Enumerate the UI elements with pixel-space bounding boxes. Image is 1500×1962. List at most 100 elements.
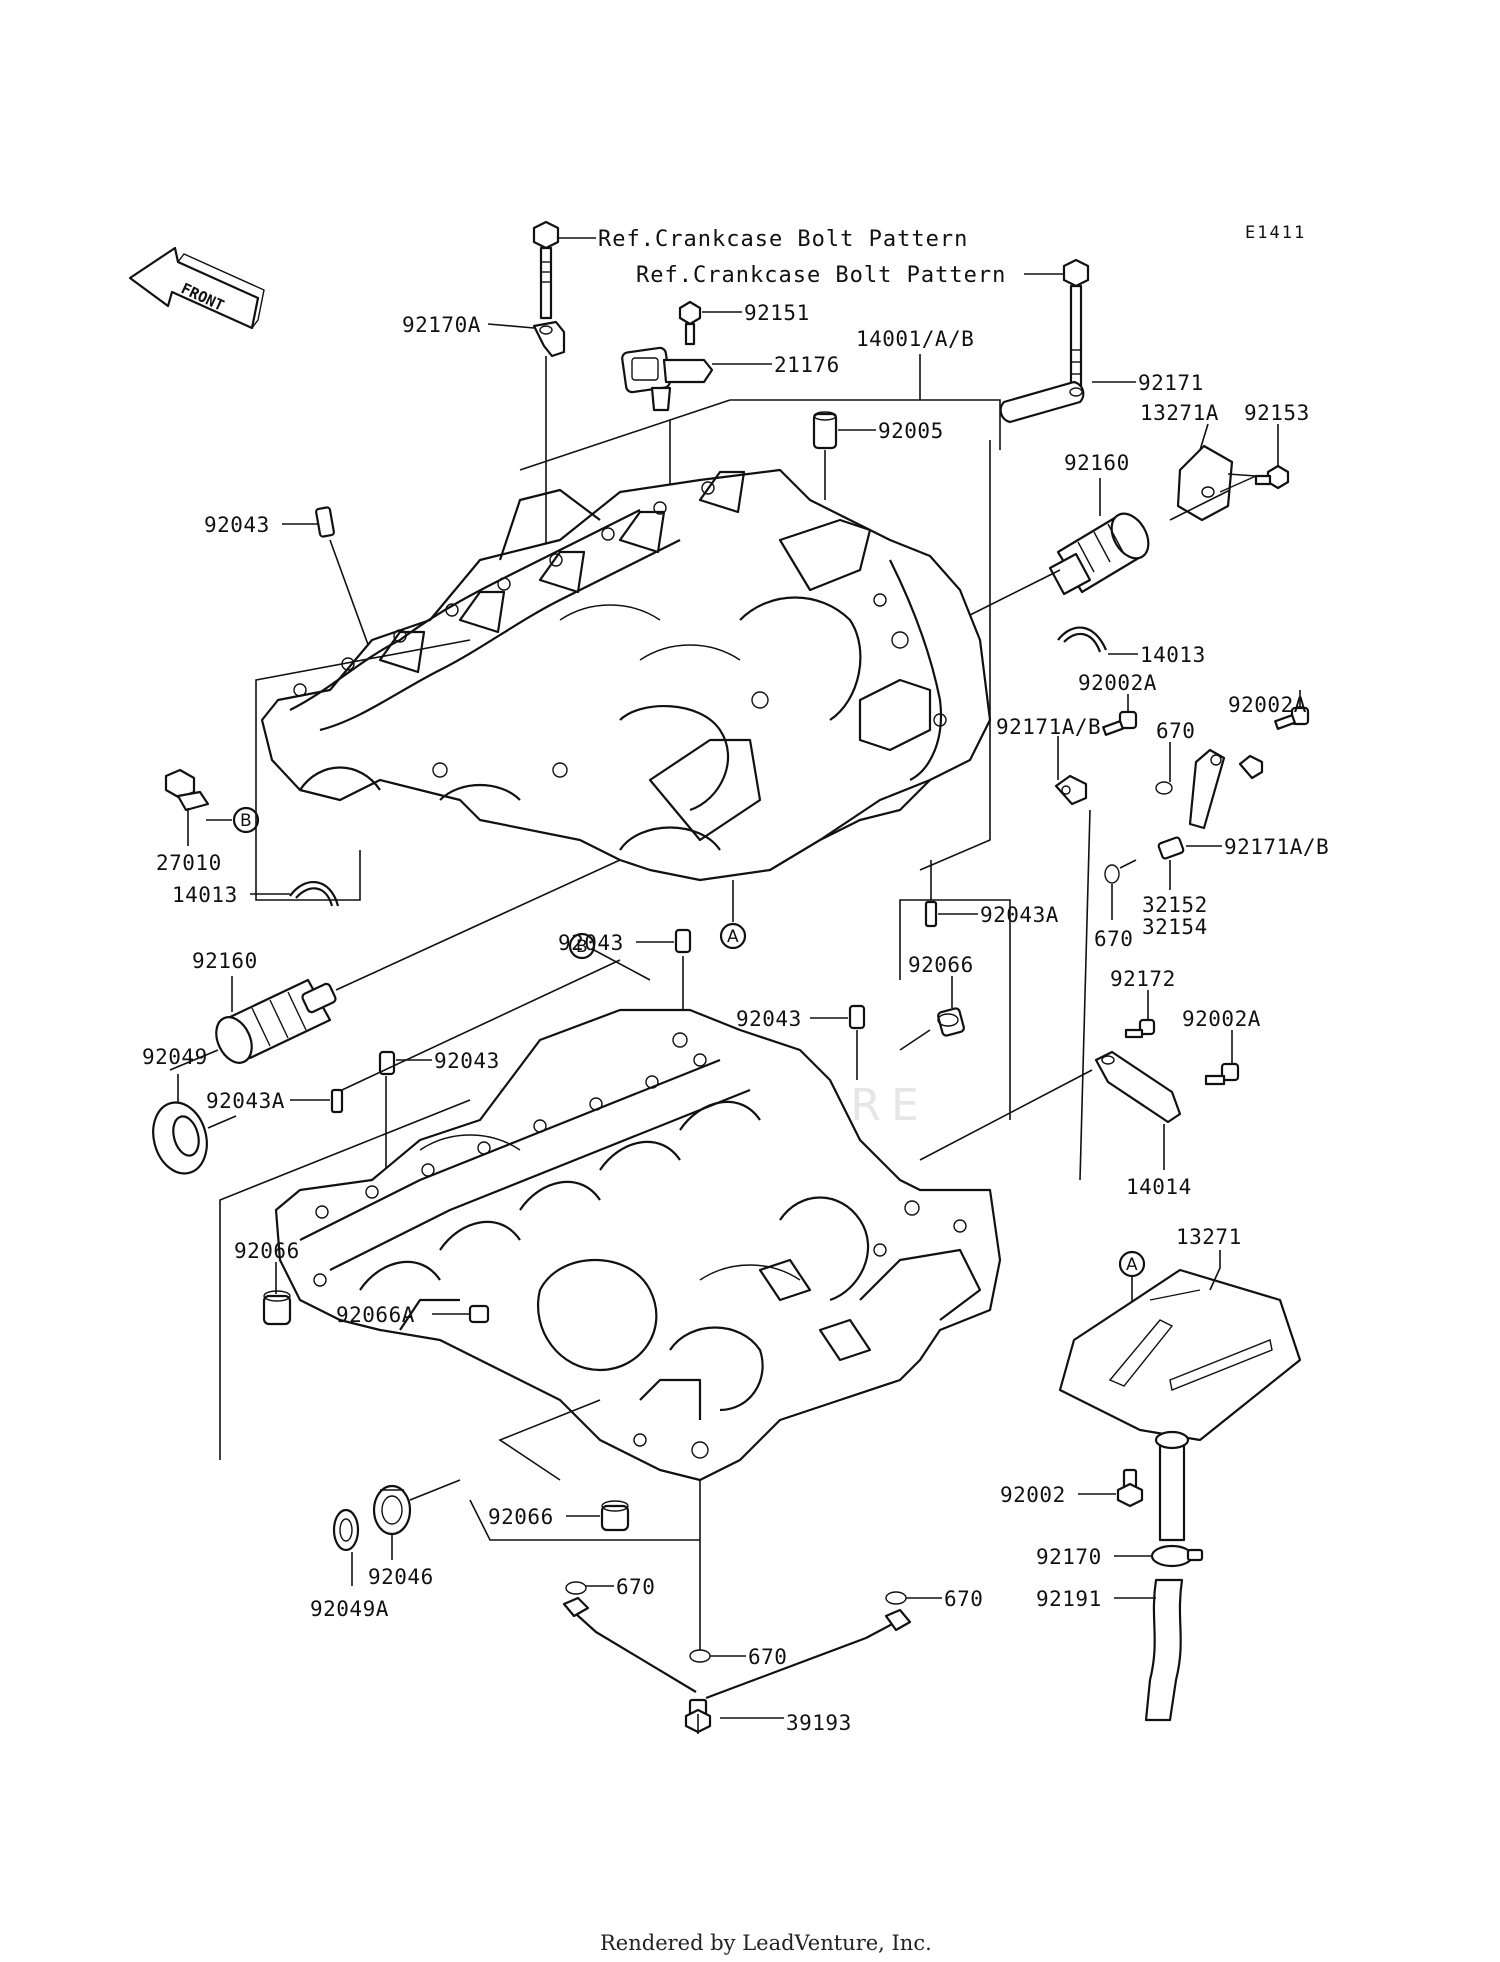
callout-92049: 92049 [142, 1045, 208, 1069]
callout-92002A-1: 92002A [1078, 671, 1157, 695]
bolt-92002A-3 [1204, 1062, 1240, 1086]
plug-92066A [468, 1304, 490, 1324]
oring-670-1 [1155, 781, 1173, 795]
bracket-lower-92066 [469, 1499, 700, 1541]
callout-92002A-2: 92002A [1228, 693, 1307, 717]
callout-92191: 92191 [1036, 1587, 1102, 1611]
axis-92043A-left [341, 959, 621, 1091]
bolt-92002A-2 [1274, 706, 1310, 730]
leader-13271A [1199, 423, 1209, 451]
switch-27010 [164, 768, 210, 812]
callout-92043-top: 92043 [204, 513, 270, 537]
oring-670-2 [1104, 864, 1120, 884]
callout-670-5: 670 [748, 1645, 787, 1669]
callout-92043-left: 92043 [434, 1049, 500, 1073]
dowel-92043-mid1 [674, 928, 692, 954]
axis-92046 [409, 1479, 461, 1501]
plug-92066-left [262, 1290, 292, 1326]
callout-92066A: 92066A [336, 1303, 415, 1327]
callout-27010: 27010 [156, 851, 222, 875]
dowel-92043A-left [330, 1088, 344, 1114]
marker-b-top: B [232, 806, 260, 834]
callout-92046: 92046 [368, 1565, 434, 1589]
bolt-92002 [1116, 1468, 1144, 1508]
marker-b-lower-label: B [576, 937, 588, 957]
callout-92002A-3: 92002A [1182, 1007, 1261, 1031]
plate-92171 [999, 380, 1085, 424]
callout-92066-bottom: 92066 [488, 1505, 554, 1529]
axis-92160-top [959, 569, 1061, 621]
bearing-92046 [372, 1484, 412, 1536]
callout-92043-mid2: 92043 [736, 1007, 802, 1031]
ref-bolt-1 [532, 220, 560, 320]
callout-92043A-left: 92043A [206, 1089, 285, 1113]
callout-92160-top: 92160 [1064, 451, 1130, 475]
dowel-92043-left [378, 1050, 396, 1076]
hose-92191 [1144, 1578, 1184, 1722]
oil-screen-13271 [1058, 1268, 1302, 1442]
callout-92005: 92005 [878, 419, 944, 443]
callout-92170: 92170 [1036, 1545, 1102, 1569]
clip-92171AB-2 [1238, 754, 1264, 780]
pickup-pipe [1154, 1430, 1190, 1542]
guide-line-right [1079, 809, 1091, 1181]
plug-92066-bottom [600, 1500, 630, 1532]
callout-14013-right: 14013 [1140, 643, 1206, 667]
callout-670-4: 670 [944, 1587, 983, 1611]
marker-b-top-label: B [240, 811, 252, 831]
bolt-92151 [678, 300, 702, 346]
dowel-92043-top [315, 506, 335, 538]
marker-a-center: A [719, 922, 747, 950]
dowel-92005 [812, 411, 838, 450]
clip-92171AB-1 [1054, 774, 1088, 806]
dowel-92043-mid2 [848, 1004, 866, 1030]
callout-92066-left: 92066 [234, 1239, 300, 1263]
callout-92043-mid1: 92043 [558, 931, 624, 955]
callout-92171AB-2: 92171A/B [1224, 835, 1329, 859]
callout-39193: 39193 [786, 1711, 852, 1735]
callout-14001: 14001/A/B [856, 327, 974, 351]
leader-92043-top-down [329, 539, 371, 651]
bracket-lower-2 [498, 1399, 601, 1481]
callout-13271: 13271 [1176, 1225, 1242, 1249]
callout-670-1: 670 [1156, 719, 1195, 743]
axis-92160-left [335, 859, 621, 991]
callout-92153: 92153 [1244, 401, 1310, 425]
upper-crankcase [260, 468, 992, 882]
bracket-upper-right [919, 440, 991, 871]
link-92153 [1219, 473, 1257, 493]
oring-670-4 [885, 1591, 907, 1605]
bolt-92002A-1 [1102, 710, 1138, 736]
lower-crankcase [274, 1008, 1002, 1482]
leader-92066-top-in [899, 1029, 931, 1051]
plate-14014 [1094, 1050, 1182, 1124]
oring-670-3 [565, 1581, 587, 1595]
oring-670-5 [689, 1649, 711, 1663]
callout-92160-left: 92160 [192, 949, 258, 973]
front-arrow-icon: FRONT [128, 246, 265, 330]
bracket-center-right [899, 899, 1011, 1120]
callout-14013-left: 14013 [172, 883, 238, 907]
bearing-14013-right [1057, 626, 1108, 653]
callout-92171AB-1: 92171A/B [996, 715, 1101, 739]
callout-92049A: 92049A [310, 1597, 389, 1621]
oil-pipe-39193 [562, 1596, 912, 1734]
ref-label-2: Ref.Crankcase Bolt Pattern [636, 263, 1006, 288]
marker-b-lower: B [568, 932, 596, 960]
dowel-92043A-right [924, 900, 938, 928]
callout-32154: 32154 [1142, 915, 1208, 939]
callout-92170A: 92170A [402, 313, 481, 337]
callout-92172: 92172 [1110, 967, 1176, 991]
callout-92151: 92151 [744, 301, 810, 325]
callout-670-3: 670 [616, 1575, 655, 1599]
diagram-code: E1411 [1245, 223, 1306, 243]
callout-92002: 92002 [1000, 1483, 1066, 1507]
washer-92049A [332, 1508, 360, 1552]
callout-32152: 32152 [1142, 893, 1208, 917]
bearing-14013-left [289, 881, 340, 907]
bolt-92153 [1254, 464, 1290, 490]
bracket-14001-left [519, 399, 731, 471]
gear-92160-top [1048, 512, 1150, 596]
clamp-92170 [1150, 1544, 1204, 1568]
